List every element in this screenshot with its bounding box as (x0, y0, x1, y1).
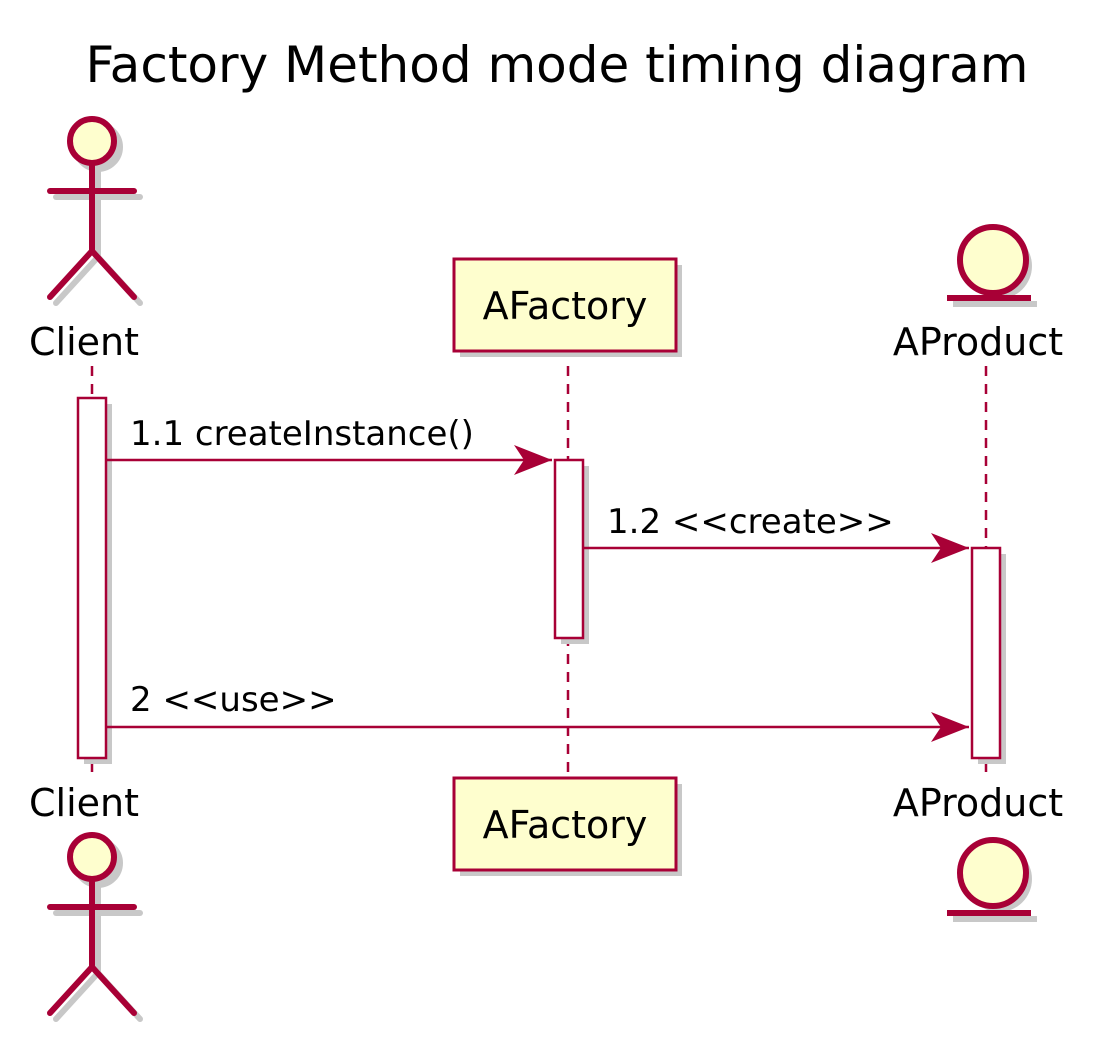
activation-bars (76, 396, 1006, 764)
participant-afactory-bottom: AFactory (452, 776, 682, 876)
entity-icon (947, 224, 1031, 301)
message-3: 2 <<use>> (106, 680, 969, 742)
participant-label-aproduct-top: AProduct (893, 320, 1063, 364)
participant-afactory-top: AFactory (452, 257, 682, 357)
entity-aproduct-bottom: AProduct (893, 781, 1063, 922)
activation-client (76, 396, 108, 760)
entity-aproduct-top: AProduct (893, 224, 1063, 364)
entity-icon (947, 837, 1031, 916)
activation-afactory (553, 458, 585, 640)
participant-label-aproduct-bottom: AProduct (893, 781, 1063, 825)
message-label: 1.1 createInstance() (130, 414, 474, 454)
actor-figure-icon (47, 116, 137, 300)
participant-label-client-top: Client (29, 320, 139, 364)
participant-label-afactory-top: AFactory (483, 284, 648, 328)
diagram-title: Factory Method mode timing diagram (86, 36, 1029, 94)
participant-box (452, 257, 678, 353)
activation-aproduct (970, 546, 1002, 760)
message-label: 1.2 <<create>> (607, 502, 894, 542)
actor-client-bottom: Client (29, 781, 143, 1022)
participant-box (452, 776, 678, 872)
participant-label-client-bottom: Client (29, 781, 139, 825)
message-2: 1.2 <<create>> (583, 502, 969, 563)
actor-figure-icon (47, 832, 137, 1016)
message-1: 1.1 createInstance() (106, 414, 552, 475)
message-label: 2 <<use>> (130, 680, 337, 720)
actor-client-top: Client (29, 116, 143, 364)
participant-label-afactory-bottom: AFactory (483, 803, 648, 847)
